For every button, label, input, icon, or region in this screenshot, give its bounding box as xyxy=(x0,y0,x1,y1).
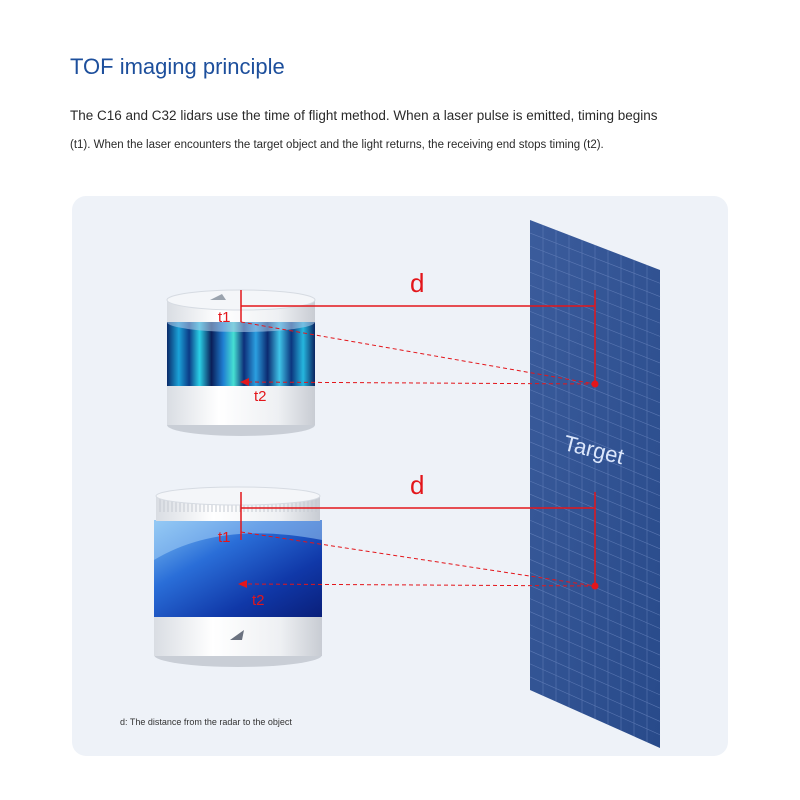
distance-footnote: d: The distance from the radar to the ob… xyxy=(120,717,292,727)
target-plane: Target xyxy=(529,220,661,748)
reflection-point xyxy=(591,380,599,388)
measurement-c16 xyxy=(240,290,599,388)
page-title: TOF imaging principle xyxy=(70,54,285,79)
target-grid-line xyxy=(529,258,661,311)
distance-label-c32: d xyxy=(410,470,424,500)
target-grid-line xyxy=(529,611,661,669)
target-grid-line xyxy=(529,637,661,696)
description-line-1: The C16 and C32 lidars use the time of f… xyxy=(70,108,658,123)
description-line-2: (t1). When the laser encounters the targ… xyxy=(70,139,604,151)
emitted-pulse-line xyxy=(240,321,596,385)
t2-label-c32: t2 xyxy=(252,592,265,609)
target-grid-line xyxy=(529,572,661,629)
tof-diagram-panel: Target xyxy=(72,196,728,756)
measurement-c32 xyxy=(238,492,599,590)
return-arrow-icon xyxy=(238,580,247,588)
t2-label-c16: t2 xyxy=(254,388,267,405)
t1-label-c32: t1 xyxy=(218,529,231,546)
target-grid-line xyxy=(529,585,661,643)
target-grid-line xyxy=(529,441,661,496)
return-arrow-icon xyxy=(240,378,249,386)
target-grid-line xyxy=(529,663,661,722)
brand-logo-icon xyxy=(210,294,226,300)
lidar-c16-device xyxy=(166,289,316,436)
target-grid-line xyxy=(529,245,661,297)
target-grid-line xyxy=(529,624,661,682)
t1-label-c16: t1 xyxy=(218,309,231,326)
brand-logo-icon xyxy=(230,630,244,640)
returned-pulse-line xyxy=(244,381,596,385)
target-grid-line xyxy=(529,389,661,443)
returned-pulse-line xyxy=(244,583,596,587)
reflection-point xyxy=(591,582,599,590)
distance-label-c16: d xyxy=(410,268,424,298)
tof-diagram: Target xyxy=(154,220,661,748)
target-grid-line xyxy=(529,428,661,483)
target-grid-line xyxy=(529,598,661,656)
emitted-pulse-line xyxy=(240,531,596,587)
target-grid-line xyxy=(529,363,661,417)
target-grid-line xyxy=(529,376,661,430)
target-grid-line xyxy=(529,415,661,470)
target-grid-line xyxy=(529,402,661,457)
target-grid-line xyxy=(529,676,661,735)
target-grid-line xyxy=(529,454,661,510)
lidar-c32-device xyxy=(154,486,322,667)
target-grid-line xyxy=(529,650,661,709)
target-grid-line xyxy=(529,232,661,284)
